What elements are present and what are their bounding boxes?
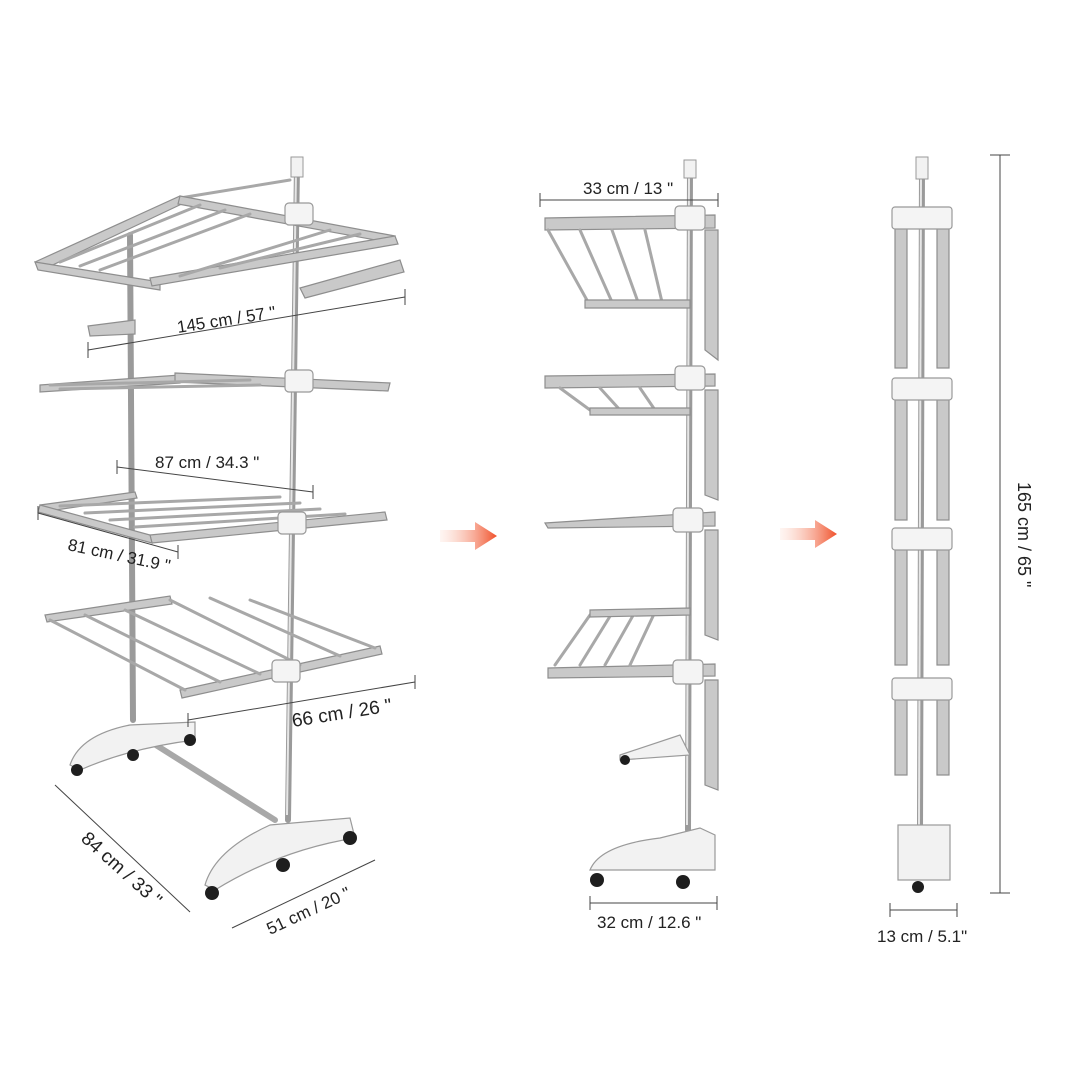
dimension-base-length: 84 cm / 33 ": [77, 828, 166, 911]
dimension-full-length: 145 cm / 57 ": [176, 303, 277, 337]
dimension-middle-width: 87 cm / 34.3 ": [155, 453, 259, 472]
side-view-rack-illustration: [543, 159, 719, 889]
dimension-side-top-width: 33 cm / 13 ": [583, 179, 673, 198]
dimension-shelf-depth: 66 cm / 26 ": [290, 695, 393, 731]
dimension-side-base-width: 32 cm / 12.6 ": [597, 913, 701, 932]
dimension-height: 165 cm / 65 ": [1014, 482, 1034, 587]
dimension-folded-width: 13 cm / 5.1": [877, 927, 967, 946]
arrow-right-icon: [440, 522, 497, 550]
folded-rack-illustration: [891, 156, 953, 893]
side-view-dimensions: 33 cm / 13 " 32 cm / 12.6 ": [539, 179, 719, 932]
folded-dimensions: 13 cm / 5.1" 165 cm / 65 ": [877, 154, 1034, 946]
expanded-rack-illustration: [34, 156, 405, 900]
arrow-right-icon: [780, 520, 837, 548]
